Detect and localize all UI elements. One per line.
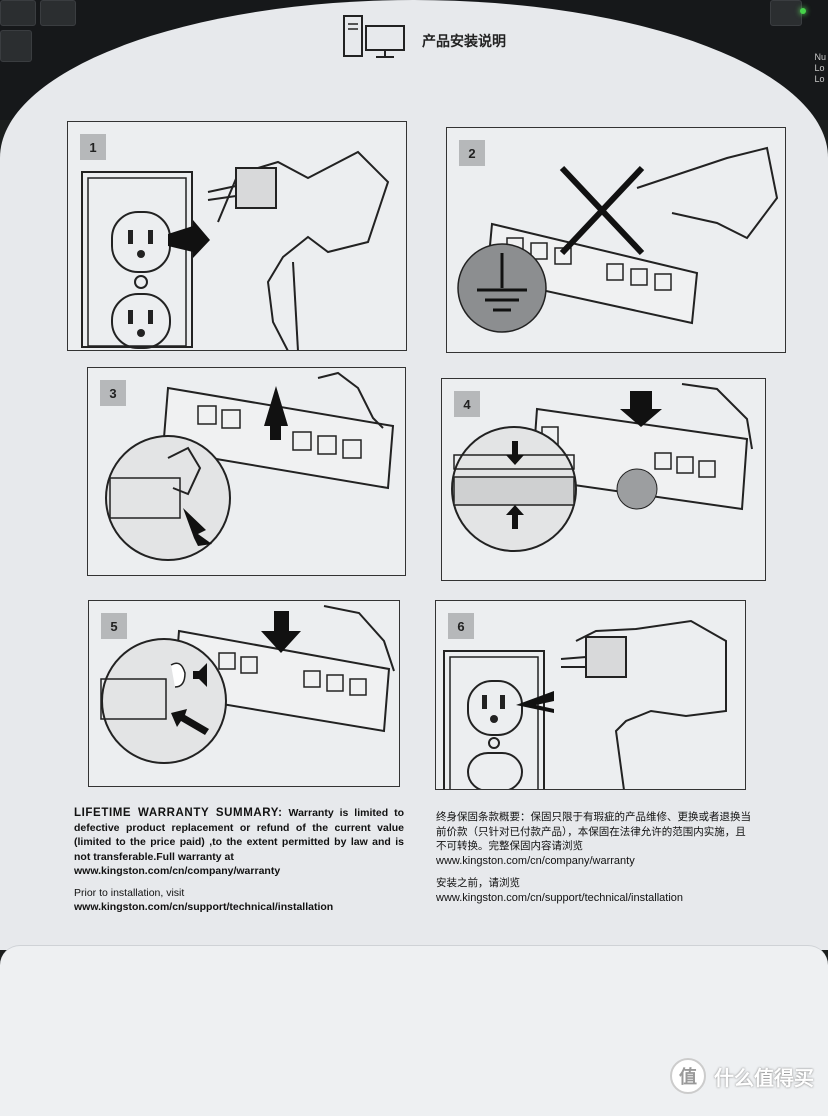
warranty-heading: LIFETIME WARRANTY SUMMARY:: [74, 807, 283, 819]
watermark: 值 什么值得买: [670, 1058, 814, 1094]
step-panel-3: 3: [87, 367, 406, 576]
page-title: 产品安装说明: [422, 33, 506, 49]
step-number: 6: [448, 613, 474, 639]
instruction-sheet: 产品安装说明 1: [0, 0, 828, 950]
step-number: 4: [454, 391, 480, 417]
installation-link[interactable]: www.kingston.com/cn/support/technical/in…: [74, 901, 334, 913]
plug-unplug-icon: [81, 150, 390, 350]
keyboard-key: [0, 30, 32, 62]
step-number: 5: [101, 613, 127, 639]
warranty-english: LIFETIME WARRANTY SUMMARY: Warranty is l…: [74, 806, 404, 915]
step-panel-2: 2: [446, 127, 786, 353]
header: 产品安装说明: [0, 12, 828, 72]
installation-prompt-cn: 安装之前，请浏览: [436, 877, 520, 889]
warranty-chinese: 终身保固条款概要：保固只限于有瑕疵的产品维修、更换或者退换当前价款（只针对已付款…: [436, 810, 756, 905]
plug-in-icon: [443, 619, 727, 789]
keyboard-led: [800, 8, 806, 14]
step-number: 1: [80, 134, 106, 160]
installation-link-cn[interactable]: www.kingston.com/cn/support/technical/in…: [436, 891, 684, 904]
keyboard-key: [770, 0, 802, 26]
module-align-icon: [451, 383, 753, 552]
watermark-logo: 值: [670, 1058, 706, 1094]
installation-prompt: Prior to installation, visit: [74, 886, 185, 899]
warranty-link[interactable]: www.kingston.com/cn/company/warranty: [74, 865, 281, 877]
module-remove-icon: [105, 371, 395, 561]
warranty-body: Warranty is limited to defective product…: [74, 807, 404, 863]
keyboard-key: [40, 0, 76, 26]
watermark-text: 什么值得买: [714, 1067, 814, 1090]
warranty-body-cn: 终身保固条款概要：保固只限于有瑕疵的产品维修、更换或者退换当前价款（只针对已付款…: [436, 811, 751, 852]
computer-icon: [343, 15, 405, 58]
step-panel-4: 4: [441, 378, 766, 581]
step-panel-5: 5: [88, 600, 400, 787]
step-panel-1: 1: [67, 121, 407, 351]
step-panel-6: 6: [435, 600, 746, 790]
ground-static-icon: [457, 146, 779, 333]
keyboard-key: [0, 0, 36, 26]
warranty-link-cn[interactable]: www.kingston.com/cn/company/warranty: [436, 854, 635, 867]
module-click-icon: [100, 605, 395, 764]
step-number: 3: [100, 380, 126, 406]
keyboard-side-text: Nu Lo Lo: [814, 52, 826, 84]
step-number: 2: [459, 140, 485, 166]
